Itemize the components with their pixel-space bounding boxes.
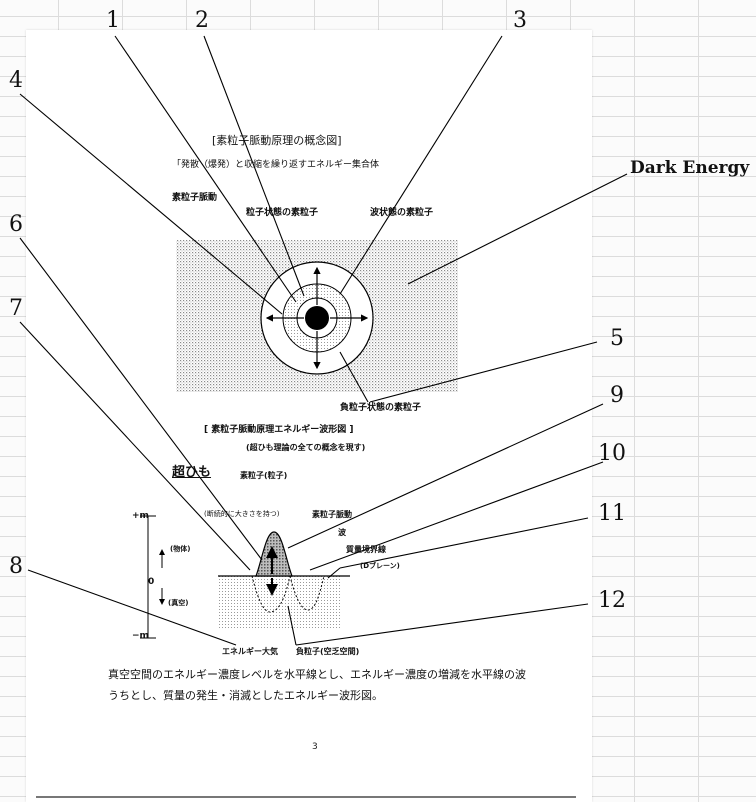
label-dbrane: (Dブレーン) <box>360 562 400 570</box>
label-mass-boundary: 質量境界線 <box>346 545 386 554</box>
scanned-page <box>26 30 592 802</box>
label-particle-state: 粒子状態の素粒子 <box>246 208 319 218</box>
radial-arrows <box>265 266 369 370</box>
callout-4: 4 <box>9 68 23 93</box>
label-vacuum: (真空) <box>168 599 189 607</box>
label-pulsation: 素粒子脈動 <box>172 193 218 203</box>
description-text: 真空空間のエネルギー濃度レベルを水平線とし、エネルギー濃度の増減を水平線の波うち… <box>108 668 526 702</box>
label-discrete-size: (断続的に大きさを持つ) <box>204 510 280 518</box>
dark-energy-label: Dark Energy <box>630 158 750 178</box>
particle-core <box>305 306 329 330</box>
callout-11: 11 <box>598 501 626 526</box>
callout-9: 9 <box>610 383 624 408</box>
callout-2: 2 <box>195 8 209 33</box>
page-bottom-edge <box>36 796 576 798</box>
wave-diagram-graphics <box>140 515 350 639</box>
wave-subtitle: (超ひも理論の全ての概念を現す) <box>246 443 366 452</box>
concept-subtitle: 「発散（爆発）と収縮を繰り返すエネルギー集合体 <box>172 160 380 170</box>
leader-lines <box>19 35 628 646</box>
callout-10: 10 <box>598 441 626 466</box>
callout-5: 5 <box>610 326 624 351</box>
label-wave: 波 <box>338 528 346 537</box>
wave-title: [ 素粒子脈動原理エネルギー波形図 ] <box>204 425 354 435</box>
label-wave-pulsation: 素粒子脈動 <box>312 510 352 519</box>
axis-plus-m: +m <box>132 511 149 521</box>
label-negative-particle: 負粒子(空乏空間) <box>296 647 360 656</box>
label-negative-state: 負粒子状態の素粒子 <box>340 403 422 413</box>
callout-8: 8 <box>9 554 23 579</box>
wave-heading: 超ひも <box>172 465 212 480</box>
label-elementary-particle: 素粒子(粒子) <box>240 471 288 480</box>
axis-zero: 0 <box>148 577 155 587</box>
callout-6: 6 <box>9 212 23 237</box>
callout-1: 1 <box>106 8 120 33</box>
label-matter: (物体) <box>170 545 191 553</box>
axis-minus-m: −m <box>132 631 149 641</box>
page-number: 3 <box>312 742 318 752</box>
label-energy-atmosphere: エネルギー大気 <box>222 647 278 656</box>
callout-3: 3 <box>513 8 527 33</box>
label-wave-state: 波状態の素粒子 <box>370 208 434 218</box>
callout-7: 7 <box>9 296 23 321</box>
callout-12: 12 <box>598 588 626 613</box>
concept-title: [素粒子脈動原理の概念図] <box>212 134 342 147</box>
